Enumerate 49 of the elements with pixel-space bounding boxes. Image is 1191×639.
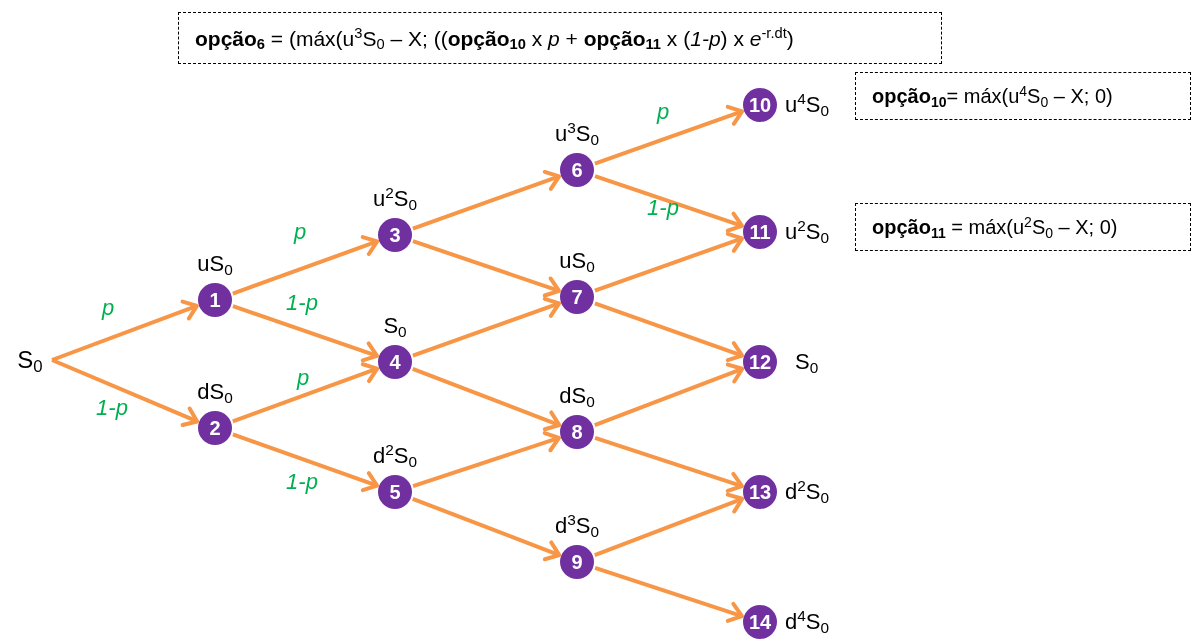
price-label: S$_{0}$ (383, 315, 407, 337)
arrow (232, 235, 380, 296)
arrow (594, 362, 745, 428)
arrow (51, 358, 200, 428)
arrow (232, 304, 380, 363)
price-label: dS$_{0}$ (197, 381, 233, 403)
price-label: d$^{2}$S$_{0}$ (785, 481, 830, 503)
arrow (51, 299, 199, 362)
arrow (412, 431, 561, 488)
arrow (412, 366, 562, 432)
edge-label: p (296, 367, 310, 389)
price-label: d$^{3}$S$_{0}$ (554, 515, 600, 537)
arrow (594, 301, 745, 363)
price-label: uS$_{0}$ (559, 250, 595, 272)
arrow (412, 169, 562, 231)
price-label: uS$_{0}$ (197, 253, 233, 275)
edge-label: 1-p (286, 292, 318, 314)
price-label: u$^{3}$S$_{0}$ (554, 123, 600, 145)
arrow (594, 174, 744, 233)
formula: opção$_{10}$= máx(u$^{4}$S$_{0}$ – X; 0) (872, 86, 1113, 106)
edge-label: 1-p (647, 197, 679, 219)
arrow (594, 492, 745, 558)
arrow (594, 231, 745, 293)
arrow (232, 362, 380, 424)
arrow (594, 104, 745, 166)
price-label: S$_{0}$ (795, 351, 819, 373)
price-label: u$^{2}$S$_{0}$ (372, 188, 418, 210)
arrow (232, 432, 380, 493)
edge-label: 1-p (286, 471, 318, 493)
arrow (594, 566, 744, 623)
price-label: u$^{2}$S$_{0}$ (785, 221, 830, 243)
arrow (594, 436, 744, 493)
price-label: S$_{0}$ (17, 348, 43, 372)
formula: opção$_{6}$ = (máx(u$^{3}$S$_{0}$ – X; ((opção$_{10}$ x p + opção$_{11}$ x (1-p) x e$^{-r.dt}$) (195, 27, 794, 49)
edge-label: p (293, 221, 307, 243)
arrow (412, 496, 562, 562)
formula-box (855, 72, 1191, 120)
edge-label: p (101, 297, 115, 319)
price-label: d$^{2}$S$_{0}$ (372, 445, 418, 467)
formula-box (178, 12, 942, 64)
price-label: d$^{4}$S$_{0}$ (785, 611, 830, 633)
edge-label: p (656, 101, 670, 123)
price-label: u$^{4}$S$_{0}$ (785, 94, 830, 116)
price-label: dS$_{0}$ (559, 385, 595, 407)
arrow (412, 296, 562, 358)
formula-box (855, 203, 1191, 251)
arrow (412, 239, 561, 298)
edge-label: 1-p (96, 397, 128, 419)
formula: opção$_{11}$ = máx(u$^{2}$S$_{0}$ – X; 0) (872, 217, 1118, 237)
